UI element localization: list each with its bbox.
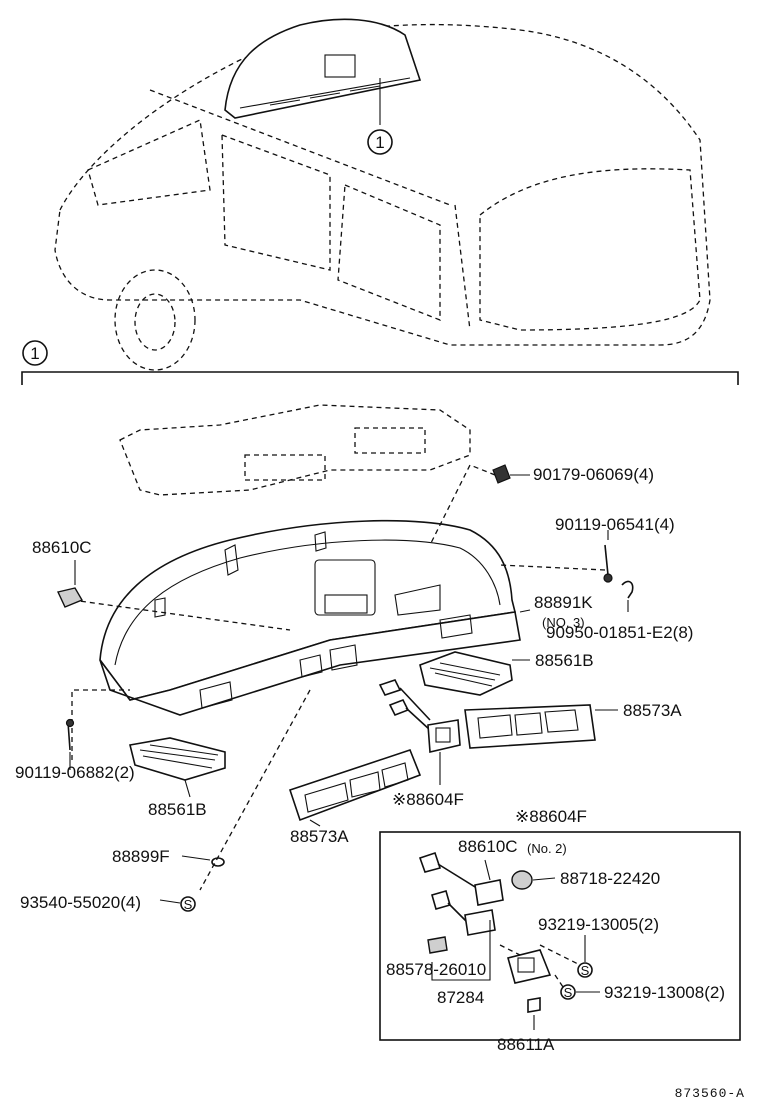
label-88604f-inset: ※88604F xyxy=(515,807,587,826)
inset-box-88604f xyxy=(379,831,741,1041)
label-88610c-top: 88610C xyxy=(32,538,92,557)
label-leaders xyxy=(69,474,629,1030)
label-88611a: 88611A xyxy=(497,1035,555,1054)
label-93540-55020: 93540-55020(4) xyxy=(20,893,141,912)
screw-90119-top xyxy=(603,544,613,583)
callout-number-section: 1 xyxy=(30,344,39,363)
label-93219-13005: 93219-13005(2) xyxy=(538,915,659,934)
label-87284: 87284 xyxy=(437,988,484,1007)
label-90950-01851: 90950-01851-E2(8) xyxy=(546,623,693,642)
label-88610c-inset-note: (No. 2) xyxy=(527,841,567,856)
label-88561b-right: 88561B xyxy=(535,651,594,670)
label-88573a-right: 88573A xyxy=(623,701,682,720)
label-88610c-inset: 88610C xyxy=(458,837,518,856)
bezel-88573a-right xyxy=(464,704,596,749)
label-88899f: 88899F xyxy=(112,847,170,866)
screw-symbol-93540: S xyxy=(180,896,196,912)
bezel-88573a-left xyxy=(288,749,422,822)
clip-90179 xyxy=(492,464,511,484)
overhead-console-housing xyxy=(99,519,521,716)
label-88718-22420: 88718-22420 xyxy=(560,869,660,888)
label-88891k: 88891K xyxy=(534,593,593,612)
lamp-88610c-top xyxy=(57,587,84,608)
lens-88561b-right xyxy=(419,651,513,696)
label-93219-13008: 93219-13008(2) xyxy=(604,983,725,1002)
label-88604f: ※88604F xyxy=(392,790,464,809)
svg-text:S: S xyxy=(581,963,590,978)
screw-symbol-93219b: S xyxy=(560,984,576,1000)
leader-lines xyxy=(71,464,606,991)
screw-90119-bottom xyxy=(65,718,75,751)
label-88573a-left: 88573A xyxy=(290,827,349,846)
clip-90950 xyxy=(621,580,634,599)
screw-symbol-93219a: S xyxy=(577,962,593,978)
label-88578-26010: 88578-26010 xyxy=(386,960,486,979)
plug-88899f xyxy=(211,857,225,867)
switch-88604f xyxy=(378,679,461,753)
label-90179-06069: 90179-06069(4) xyxy=(533,465,654,484)
section-bracket: 1 xyxy=(21,340,739,385)
lens-88561b-left xyxy=(129,737,226,781)
vehicle-outline: 1 xyxy=(54,18,711,371)
label-88891k-note: (NO. 3) xyxy=(542,615,585,630)
label-90119-06882: 90119-06882(2) xyxy=(15,763,135,782)
part-labels: 90179-06069(4) 90119-06541(4) 88610C 888… xyxy=(15,465,725,1054)
svg-text:S: S xyxy=(184,897,193,912)
callout-number-top: 1 xyxy=(375,133,384,152)
callout-circle-top xyxy=(367,129,393,155)
roof-headliner-outline xyxy=(119,404,471,496)
svg-text:S: S xyxy=(564,985,573,1000)
callout-circle-section xyxy=(22,340,48,366)
label-90119-06541: 90119-06541(4) xyxy=(555,515,675,534)
diagram-code: 873560-A xyxy=(675,1086,745,1101)
label-88561b-left: 88561B xyxy=(148,800,207,819)
